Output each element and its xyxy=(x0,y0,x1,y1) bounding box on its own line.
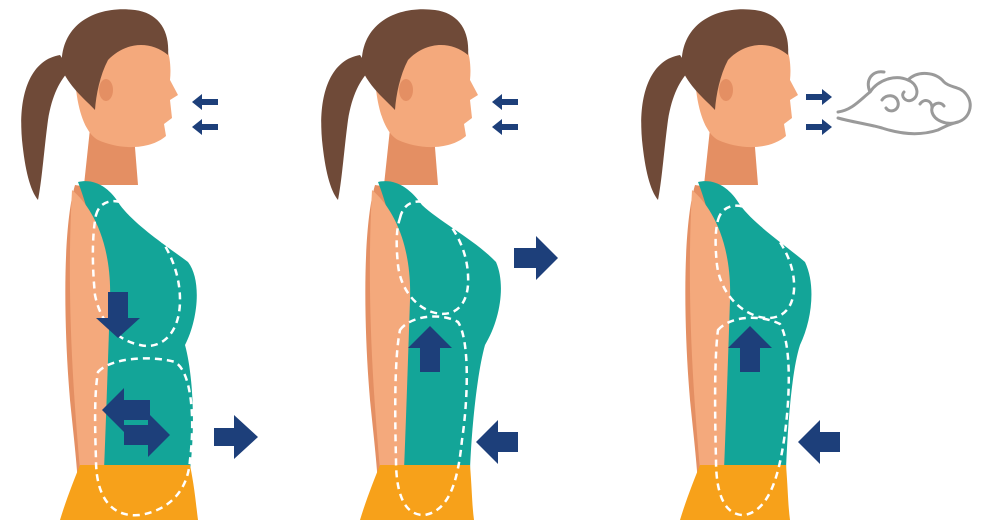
pants xyxy=(60,465,198,520)
chest-right-arrow xyxy=(514,236,558,280)
inhale-arrow-bottom xyxy=(192,119,218,135)
figure-3-svg xyxy=(620,0,980,520)
outside-right-arrow xyxy=(214,415,258,459)
exhale-arrows xyxy=(806,89,832,135)
ear xyxy=(719,79,733,101)
exhale-arrow-bottom xyxy=(806,119,832,135)
outside-left-arrow xyxy=(476,420,518,464)
pants xyxy=(680,465,790,520)
exhale-arrow-top xyxy=(806,89,832,105)
ear xyxy=(399,79,413,101)
figure-2-svg xyxy=(300,0,620,520)
breathing-stage-1 xyxy=(0,0,320,520)
ponytail xyxy=(21,55,70,200)
figure-1-svg xyxy=(0,0,320,520)
inhale-arrow-top xyxy=(492,94,518,110)
woman-figure xyxy=(321,9,501,520)
inhale-arrows xyxy=(492,94,518,135)
breathing-stage-3 xyxy=(620,0,940,520)
breathing-stage-2 xyxy=(300,0,620,520)
pants xyxy=(360,465,474,520)
inhale-arrow-bottom xyxy=(492,119,518,135)
ponytail xyxy=(641,55,690,200)
woman-figure xyxy=(21,9,198,520)
breath-cloud-icon xyxy=(838,72,970,134)
outside-left-arrow xyxy=(798,420,840,464)
inhale-arrows xyxy=(192,94,218,135)
ponytail xyxy=(321,55,370,200)
woman-figure xyxy=(641,9,811,520)
inhale-arrow-top xyxy=(192,94,218,110)
ear xyxy=(99,79,113,101)
